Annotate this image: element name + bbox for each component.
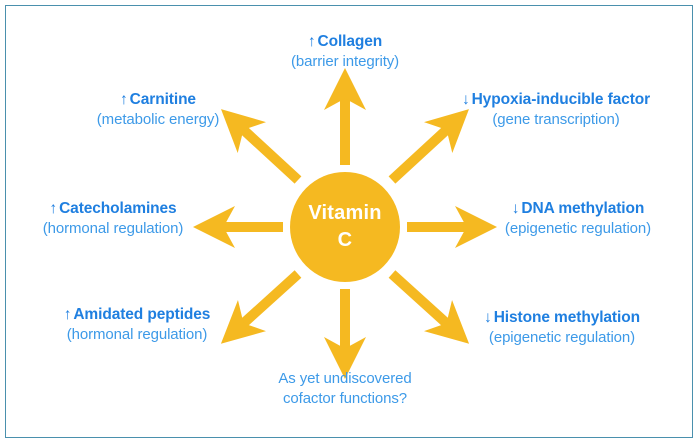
- node-histone-methylation-title-text: Histone methylation: [493, 309, 640, 326]
- node-histone-methylation: ↓Histone methylation (epigenetic regulat…: [484, 308, 640, 348]
- node-hypoxia-inducible-factor: ↓Hypoxia-inducible factor (gene transcri…: [462, 90, 650, 130]
- node-amidated-peptides: ↑Amidated peptides (hormonal regulation): [64, 305, 211, 345]
- node-hypoxia-inducible-factor-subtitle: (gene transcription): [492, 111, 620, 128]
- node-carnitine-subtitle: (metabolic energy): [96, 111, 220, 128]
- node-histone-methylation-title: ↓Histone methylation: [484, 308, 640, 328]
- node-carnitine-title: ↑Carnitine: [97, 90, 219, 110]
- node-amidated-peptides-title-text: Amidated peptides: [73, 306, 211, 323]
- arrow-northwest-carnitine: [221, 109, 302, 184]
- node-hypoxia-inducible-factor-title-text: Hypoxia-inducible factor: [471, 91, 651, 108]
- node-carnitine-title-text: Carnitine: [129, 91, 196, 108]
- up-arrow-icon: ↑: [307, 33, 316, 50]
- node-amidated-peptides-subtitle: (hormonal regulation): [66, 326, 208, 343]
- node-collagen-title-text: Collagen: [317, 33, 383, 50]
- node-catecholamines: ↑Catecholamines (hormonal regulation): [42, 199, 184, 239]
- node-collagen-subtitle: (barrier integrity): [290, 53, 400, 70]
- vitamin-c-hub: Vitamin C: [290, 172, 400, 282]
- up-arrow-icon: ↑: [49, 200, 58, 217]
- node-undiscovered-cofactor-functions-line2: cofactor functions?: [282, 390, 407, 407]
- up-arrow-icon: ↑: [120, 91, 128, 108]
- hub-label-line2: C: [337, 229, 353, 251]
- node-dna-methylation-title: ↓DNA methylation: [505, 199, 651, 219]
- arrow-southwest-amidated-peptides: [220, 270, 302, 344]
- node-hypoxia-inducible-factor-title: ↓Hypoxia-inducible factor: [462, 90, 650, 110]
- node-collagen-title: ↑Collagen: [291, 32, 399, 52]
- node-undiscovered-cofactor-functions: As yet undiscovered cofactor functions?: [278, 369, 411, 409]
- node-catecholamines-title-text: Catecholamines: [59, 200, 177, 217]
- down-arrow-icon: ↓: [511, 200, 520, 217]
- hub-label-line1: Vitamin: [308, 202, 382, 224]
- node-catecholamines-subtitle: (hormonal regulation): [42, 220, 184, 237]
- node-collagen: ↑Collagen (barrier integrity): [291, 32, 399, 72]
- arrow-northeast-hypoxia-inducible-factor: [388, 109, 469, 184]
- node-dna-methylation: ↓DNA methylation (epigenetic regulation): [505, 199, 651, 239]
- down-arrow-icon: ↓: [461, 91, 470, 108]
- arrow-southeast-histone-methylation: [388, 270, 470, 344]
- node-amidated-peptides-title: ↑Amidated peptides: [64, 305, 211, 325]
- node-dna-methylation-subtitle: (epigenetic regulation): [504, 220, 652, 237]
- down-arrow-icon: ↓: [484, 309, 492, 326]
- node-carnitine: ↑Carnitine (metabolic energy): [96, 90, 220, 130]
- node-dna-methylation-title-text: DNA methylation: [521, 200, 645, 217]
- up-arrow-icon: ↑: [63, 306, 72, 323]
- node-histone-methylation-subtitle: (epigenetic regulation): [488, 329, 636, 346]
- node-undiscovered-cofactor-functions-line1: As yet undiscovered: [278, 370, 412, 387]
- node-catecholamines-title: ↑Catecholamines: [43, 199, 183, 219]
